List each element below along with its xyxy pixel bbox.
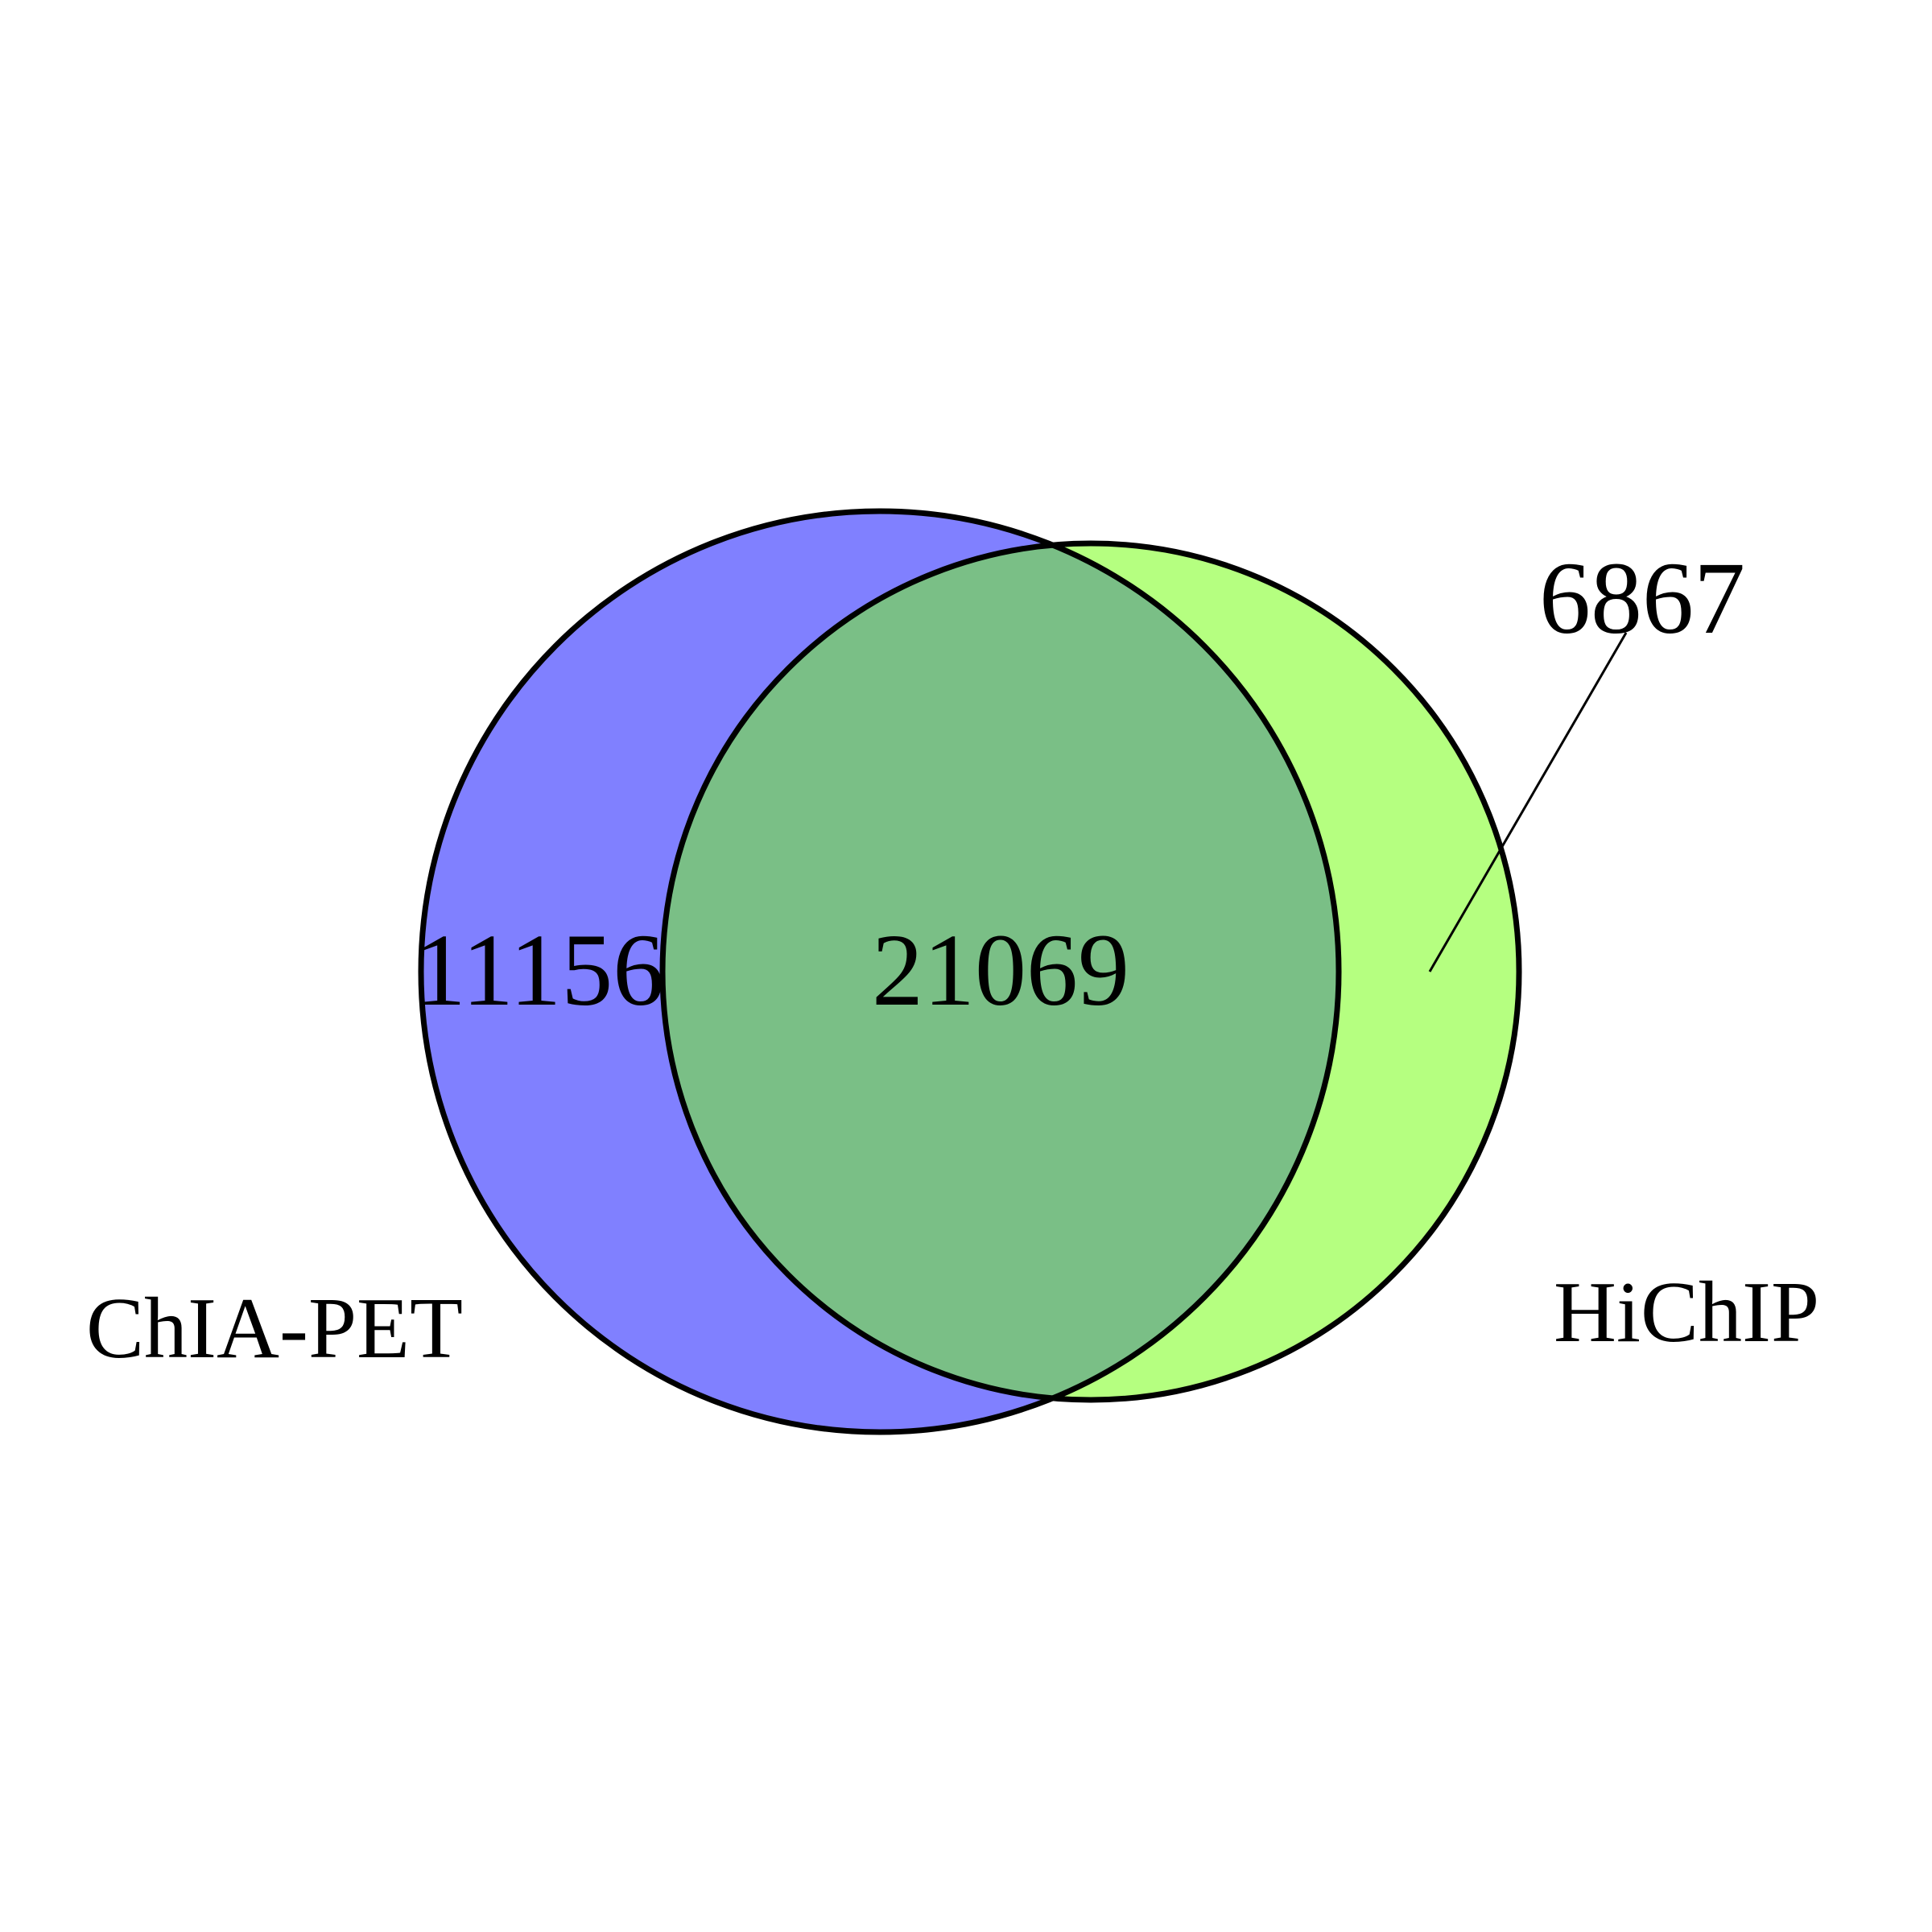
chia-pet-outline	[418, 508, 1342, 1435]
chia-pet-only-count: 11156	[415, 913, 665, 1027]
hichip-label: HiChIP	[1554, 1265, 1819, 1360]
hichip-outline	[659, 540, 1522, 1403]
chia-pet-label: ChIA-PET	[86, 1281, 463, 1377]
hichip-count-leader-line	[1428, 632, 1628, 972]
intersection-count: 21069	[872, 913, 1129, 1027]
hichip-only-count: 6867	[1539, 541, 1745, 655]
